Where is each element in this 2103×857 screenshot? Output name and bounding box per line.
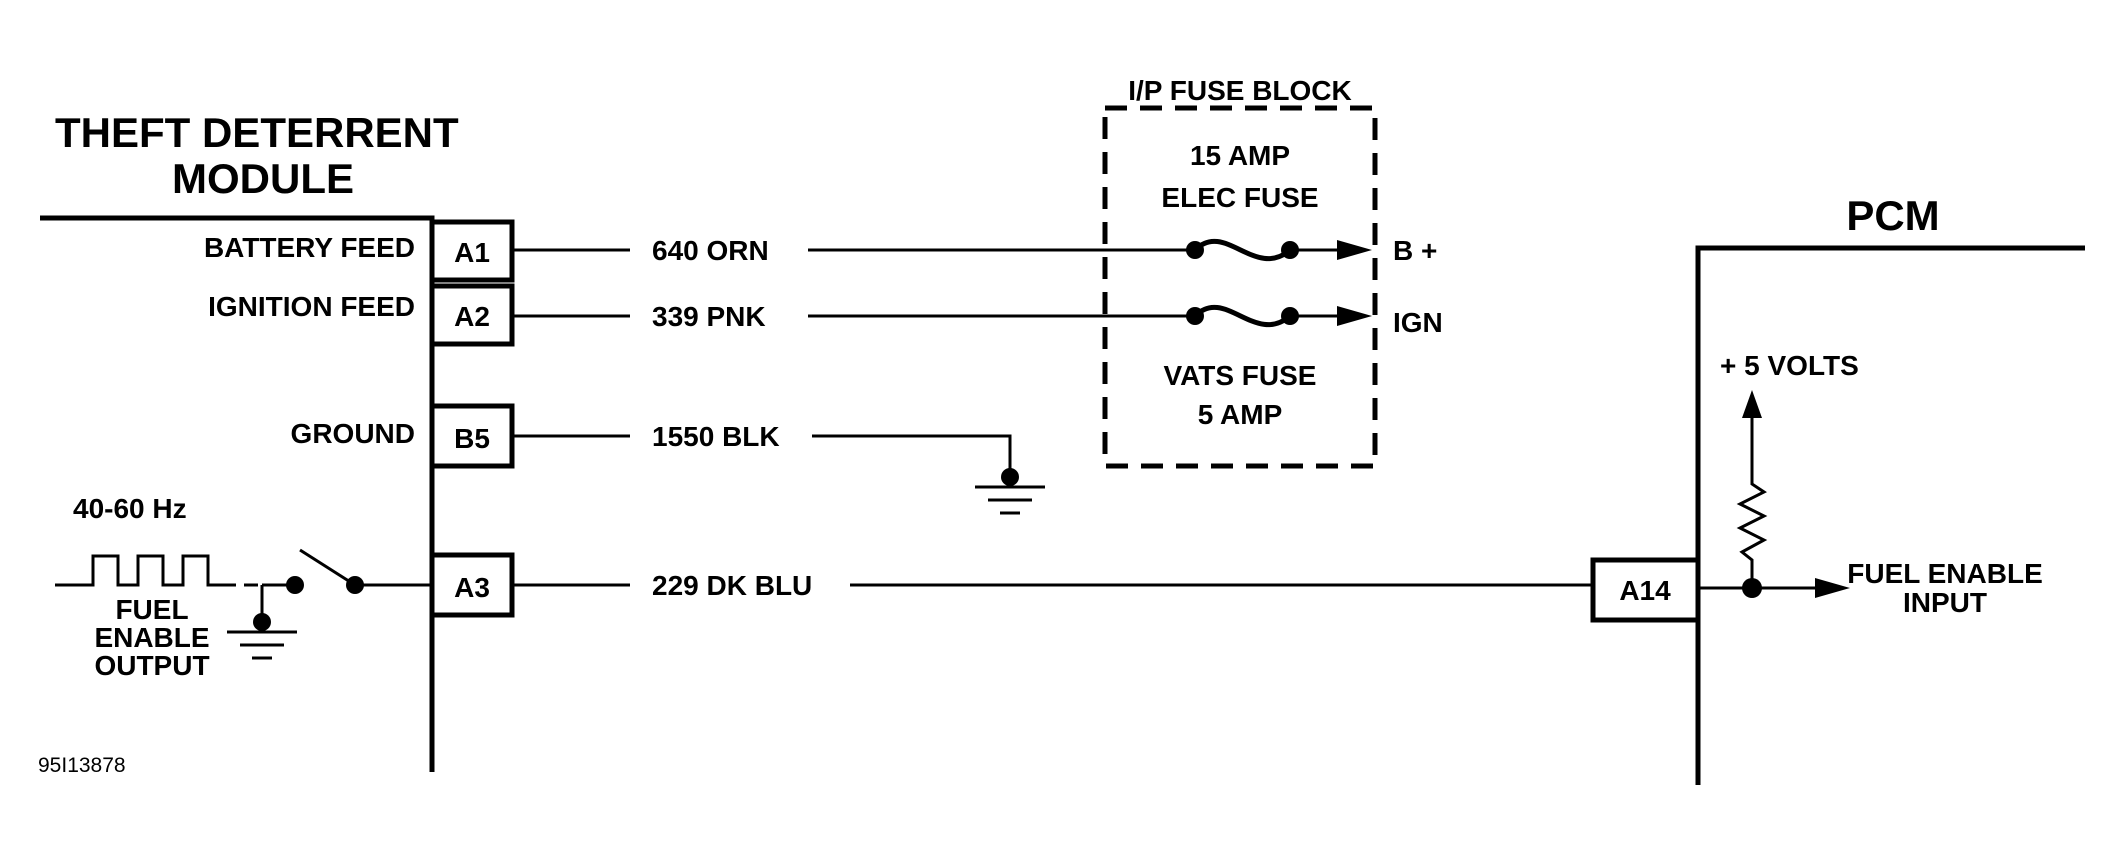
pin-a1: A1 (429, 219, 515, 283)
pin-b5-label: B5 (454, 423, 490, 454)
arrow-input-icon (1815, 578, 1850, 598)
pcm-module: PCM A14 + 5 VOLTS FUEL ENABLE INPUT (1590, 192, 2085, 785)
ip-fuse-block: I/P FUSE BLOCK 15 AMP ELEC FUSE VATS FUS… (1102, 75, 1378, 469)
resistor-icon (1736, 412, 1768, 588)
output-label-line1: FUEL (115, 594, 188, 625)
fuse-elec-terminal-left (1186, 241, 1204, 259)
wire-label-229-dk-blu: 229 DK BLU (652, 570, 812, 601)
output-label-line2: ENABLE (94, 622, 209, 653)
pin-a2: A2 (429, 283, 515, 347)
destination-ign: IGN (1393, 307, 1443, 338)
pin-a3-label: A3 (454, 572, 490, 603)
switch-terminal-left (286, 576, 304, 594)
label-battery-feed: BATTERY FEED (204, 232, 415, 263)
wire-label-640-orn: 640 ORN (652, 235, 769, 266)
pin-a1-label: A1 (454, 237, 490, 268)
wire-label-1550-blk: 1550 BLK (652, 421, 780, 452)
figure-id: 95I13878 (38, 754, 126, 777)
fuse2-line2: 5 AMP (1198, 399, 1283, 430)
ground-node (1001, 468, 1019, 486)
pin-b5: B5 (429, 403, 515, 469)
pcm-title: PCM (1846, 192, 1939, 239)
wire-ground: 1550 BLK (512, 421, 1045, 515)
fuse1-line1: 15 AMP (1190, 140, 1290, 171)
wire-fuel-enable: 229 DK BLU (512, 570, 1593, 601)
frequency-label: 40-60 Hz (73, 493, 187, 524)
pin-a14-label: A14 (1619, 575, 1671, 606)
pin-a2-label: A2 (454, 301, 490, 332)
input-label-line2: INPUT (1903, 587, 1987, 618)
square-wave-icon (55, 554, 222, 587)
fuel-enable-output: 40-60 Hz FUEL ENABLE OUTPUT (55, 493, 432, 681)
arrow-ign-icon (1337, 306, 1372, 326)
arrow-up-icon (1742, 390, 1762, 418)
destination-b-plus: B + (1393, 235, 1437, 266)
fuse-block-title: I/P FUSE BLOCK (1128, 75, 1352, 106)
output-ground-node (253, 613, 271, 631)
output-label-line3: OUTPUT (94, 650, 209, 681)
fuse-vats-symbol (1193, 304, 1292, 328)
pin-a3: A3 (429, 552, 515, 618)
wire-battery-feed: 640 ORN B + (512, 235, 1437, 266)
fuse2-line1: VATS FUSE (1164, 360, 1317, 391)
fuse1-line2: ELEC FUSE (1161, 182, 1318, 213)
wire-label-339-pnk: 339 PNK (652, 301, 766, 332)
fuse-elec-symbol (1193, 238, 1292, 262)
module-title-line1: THEFT DETERRENT (55, 109, 459, 156)
ground-icon (975, 485, 1045, 515)
arrow-b-plus-icon (1337, 240, 1372, 260)
label-ground: GROUND (291, 418, 415, 449)
pcm-outline (1695, 245, 2085, 785)
wire-ignition-feed: 339 PNK IGN (512, 301, 1443, 338)
output-ground-icon (227, 630, 297, 660)
theft-deterrent-module: THEFT DETERRENT MODULE (40, 109, 459, 772)
switch-icon (299, 548, 356, 587)
module-title-line2: MODULE (172, 155, 354, 202)
supply-label: + 5 VOLTS (1720, 350, 1859, 381)
pin-a14 (1590, 557, 1701, 623)
fuse-vats-terminal-left (1186, 307, 1204, 325)
label-ignition-feed: IGNITION FEED (208, 291, 415, 322)
input-label-line1: FUEL ENABLE (1847, 558, 2043, 589)
